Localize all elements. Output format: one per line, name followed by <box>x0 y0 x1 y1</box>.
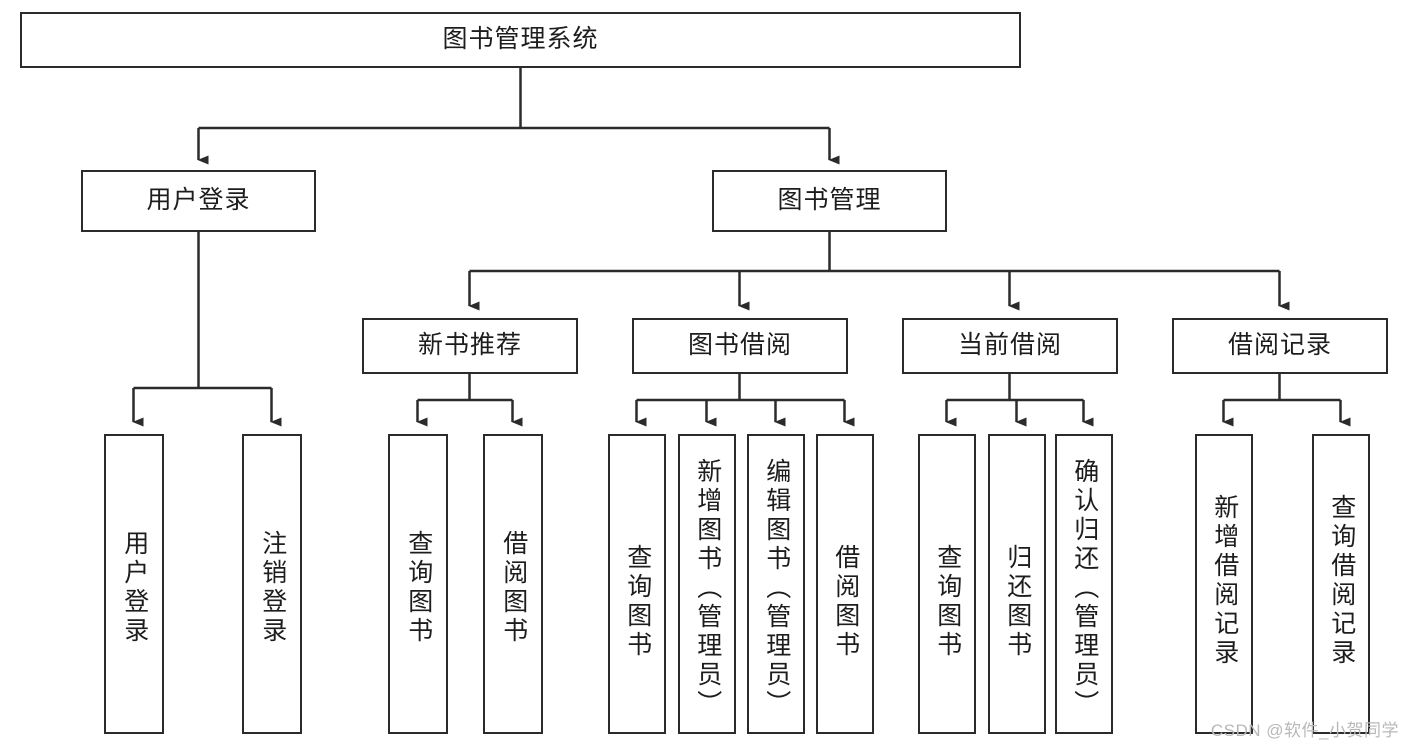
node-label: 图书管理 <box>777 186 882 215</box>
node-label: 归还图书 <box>1003 544 1032 660</box>
node-leaf-edit-book-admin[interactable]: 编辑图书（管理员） <box>747 434 805 734</box>
node-leaf-query-book-3[interactable]: 查询图书 <box>918 434 976 734</box>
node-root[interactable]: 图书管理系统 <box>20 12 1021 68</box>
node-current-borrow[interactable]: 当前借阅 <box>902 318 1118 374</box>
node-label: 新增借阅记录 <box>1210 494 1239 668</box>
node-label: 新书推荐 <box>417 331 522 360</box>
node-leaf-query-book-2[interactable]: 查询图书 <box>608 434 666 734</box>
node-leaf-query-borrow-record[interactable]: 查询借阅记录 <box>1312 434 1370 734</box>
node-label: 图书管理系统 <box>442 25 599 54</box>
node-label: 确认归还（管理员） <box>1070 458 1099 719</box>
node-label: 借阅图书 <box>831 544 860 660</box>
node-leaf-user-login[interactable]: 用户登录 <box>104 434 164 734</box>
node-label: 图书借阅 <box>687 331 792 360</box>
node-label: 注销登录 <box>258 530 287 646</box>
node-label: 借阅图书 <box>499 530 528 646</box>
csdn-watermark: CSDN @软件_小贺同学 <box>1210 721 1399 740</box>
node-label: 查询图书 <box>623 544 652 660</box>
node-user-login[interactable]: 用户登录 <box>81 170 316 232</box>
node-label: 借阅记录 <box>1227 331 1332 360</box>
node-label: 查询借阅记录 <box>1327 494 1356 668</box>
node-label: 编辑图书（管理员） <box>762 458 791 719</box>
node-label: 查询图书 <box>933 544 962 660</box>
node-leaf-logout-login[interactable]: 注销登录 <box>242 434 302 734</box>
node-leaf-add-book-admin[interactable]: 新增图书（管理员） <box>678 434 736 734</box>
node-label: 当前借阅 <box>957 331 1062 360</box>
node-leaf-query-book-1[interactable]: 查询图书 <box>388 434 448 734</box>
node-label: 用户登录 <box>120 530 149 646</box>
node-book-manage[interactable]: 图书管理 <box>712 170 947 232</box>
node-label: 用户登录 <box>146 186 251 215</box>
node-leaf-add-borrow-record[interactable]: 新增借阅记录 <box>1195 434 1253 734</box>
node-leaf-borrow-book-1[interactable]: 借阅图书 <box>483 434 543 734</box>
node-new-book-recommend[interactable]: 新书推荐 <box>362 318 578 374</box>
node-leaf-borrow-book-2[interactable]: 借阅图书 <box>816 434 874 734</box>
node-leaf-confirm-return[interactable]: 确认归还（管理员） <box>1055 434 1113 734</box>
node-label: 新增图书（管理员） <box>693 458 722 719</box>
node-borrow-record[interactable]: 借阅记录 <box>1172 318 1388 374</box>
node-leaf-return-book[interactable]: 归还图书 <box>988 434 1046 734</box>
node-book-borrow[interactable]: 图书借阅 <box>632 318 848 374</box>
node-label: 查询图书 <box>404 530 433 646</box>
